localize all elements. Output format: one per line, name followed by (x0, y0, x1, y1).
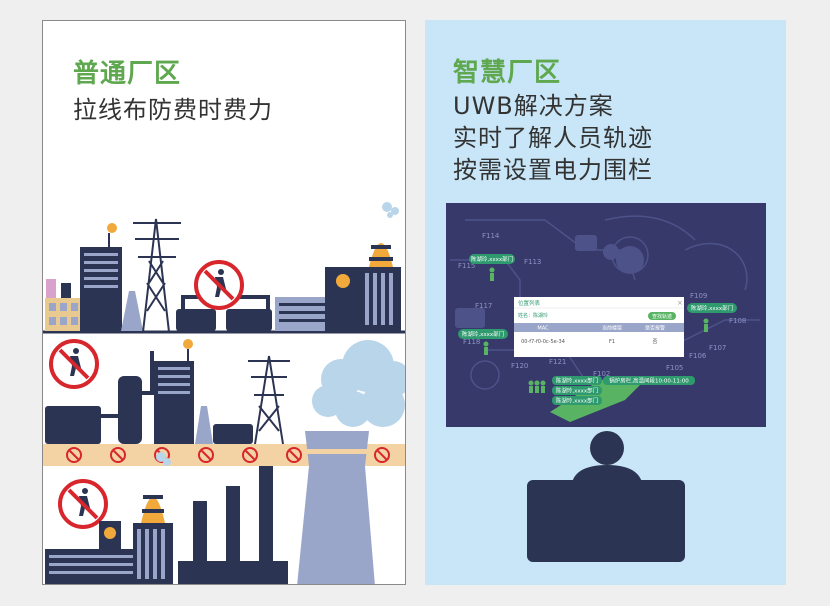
cooling-tower (297, 431, 375, 584)
svg-text:是否报警: 是否报警 (645, 325, 665, 332)
power-pylon (133, 218, 181, 333)
person-tag-1: 陈湖玲,xxxx部门 (471, 255, 513, 263)
operator-desk (527, 480, 685, 562)
navy-tower-building (80, 247, 122, 332)
smart-factory-desc: UWB解决方案 实时了解人员轨迹 按需设置电力围栏 (453, 90, 653, 186)
no-entry-sign-3 (58, 479, 108, 529)
steam-cloud (312, 340, 405, 427)
operator-head (590, 431, 624, 465)
person-tag-4: 陈湖玲,xxxx部门 (556, 377, 598, 385)
room-label: F121 (549, 358, 566, 366)
room-label: F109 (690, 292, 707, 300)
room-label: F114 (482, 232, 500, 240)
svg-text:00-f7-f0-0c-5e-34: 00-f7-f0-0c-5e-34 (521, 339, 565, 345)
room-label: F108 (729, 317, 746, 325)
room-label: F120 (511, 362, 528, 370)
popup-close-icon: × (677, 299, 683, 307)
no-entry-sign-1 (194, 260, 244, 310)
smart-factory-title: 智慧厂区 (453, 58, 562, 88)
alert-tag: 锅炉房栏,高温间段10:00-11:00 (609, 377, 689, 385)
normal-factory-panel: 普通厂区 拉线布防费时费力 (42, 20, 406, 585)
person-tag-2: 陈湖玲,xxxx部门 (462, 330, 504, 338)
tall-tank (118, 376, 142, 444)
no-entry-sign-2 (49, 339, 99, 389)
smart-factory-line-3: 按需设置电力围栏 (453, 156, 653, 184)
svg-text:查找轨迹: 查找轨迹 (652, 313, 672, 320)
room-label: F117 (475, 302, 492, 310)
popup-name-label: 姓名：陈湖玲 (518, 312, 548, 319)
find-track-button (648, 312, 676, 320)
normal-factory-title: 普通厂区 (73, 59, 182, 89)
pink-tank (46, 279, 56, 299)
svg-text:F1: F1 (609, 339, 615, 345)
machine-block (176, 309, 216, 331)
normal-factory-illustration (43, 202, 405, 584)
smart-factory-line-2: 实时了解人员轨迹 (453, 124, 653, 152)
normal-factory-line-1: 拉线布防费时费力 (73, 96, 273, 124)
chimneys (178, 466, 288, 584)
normal-factory-desc: 拉线布防费时费力 (73, 94, 273, 126)
location-popup: 位置列表 × 姓名：陈湖玲 查找轨迹 MAC 当前楼层 是否报警 00-f7-f… (514, 297, 684, 357)
person-tag-3: 陈湖玲,xxxx部门 (691, 304, 733, 312)
svg-text:当前楼层: 当前楼层 (602, 325, 622, 332)
svg-text:MAC: MAC (537, 326, 549, 332)
room-label: F115 (458, 262, 475, 270)
room-label: F107 (709, 344, 726, 352)
person-tag-6: 陈湖玲,xxxx部门 (556, 397, 598, 405)
room-label: F113 (524, 258, 541, 266)
room-label: F102 (593, 370, 610, 378)
popup-title: 位置列表 (518, 299, 541, 307)
room-label: F106 (689, 352, 707, 360)
room-label: F118 (463, 338, 480, 346)
smart-factory-line-1: UWB解决方案 (453, 92, 614, 120)
room-label: F105 (666, 364, 683, 372)
person-tag-5: 陈湖玲,xxxx部门 (556, 387, 598, 395)
svg-text:否: 否 (652, 339, 657, 345)
